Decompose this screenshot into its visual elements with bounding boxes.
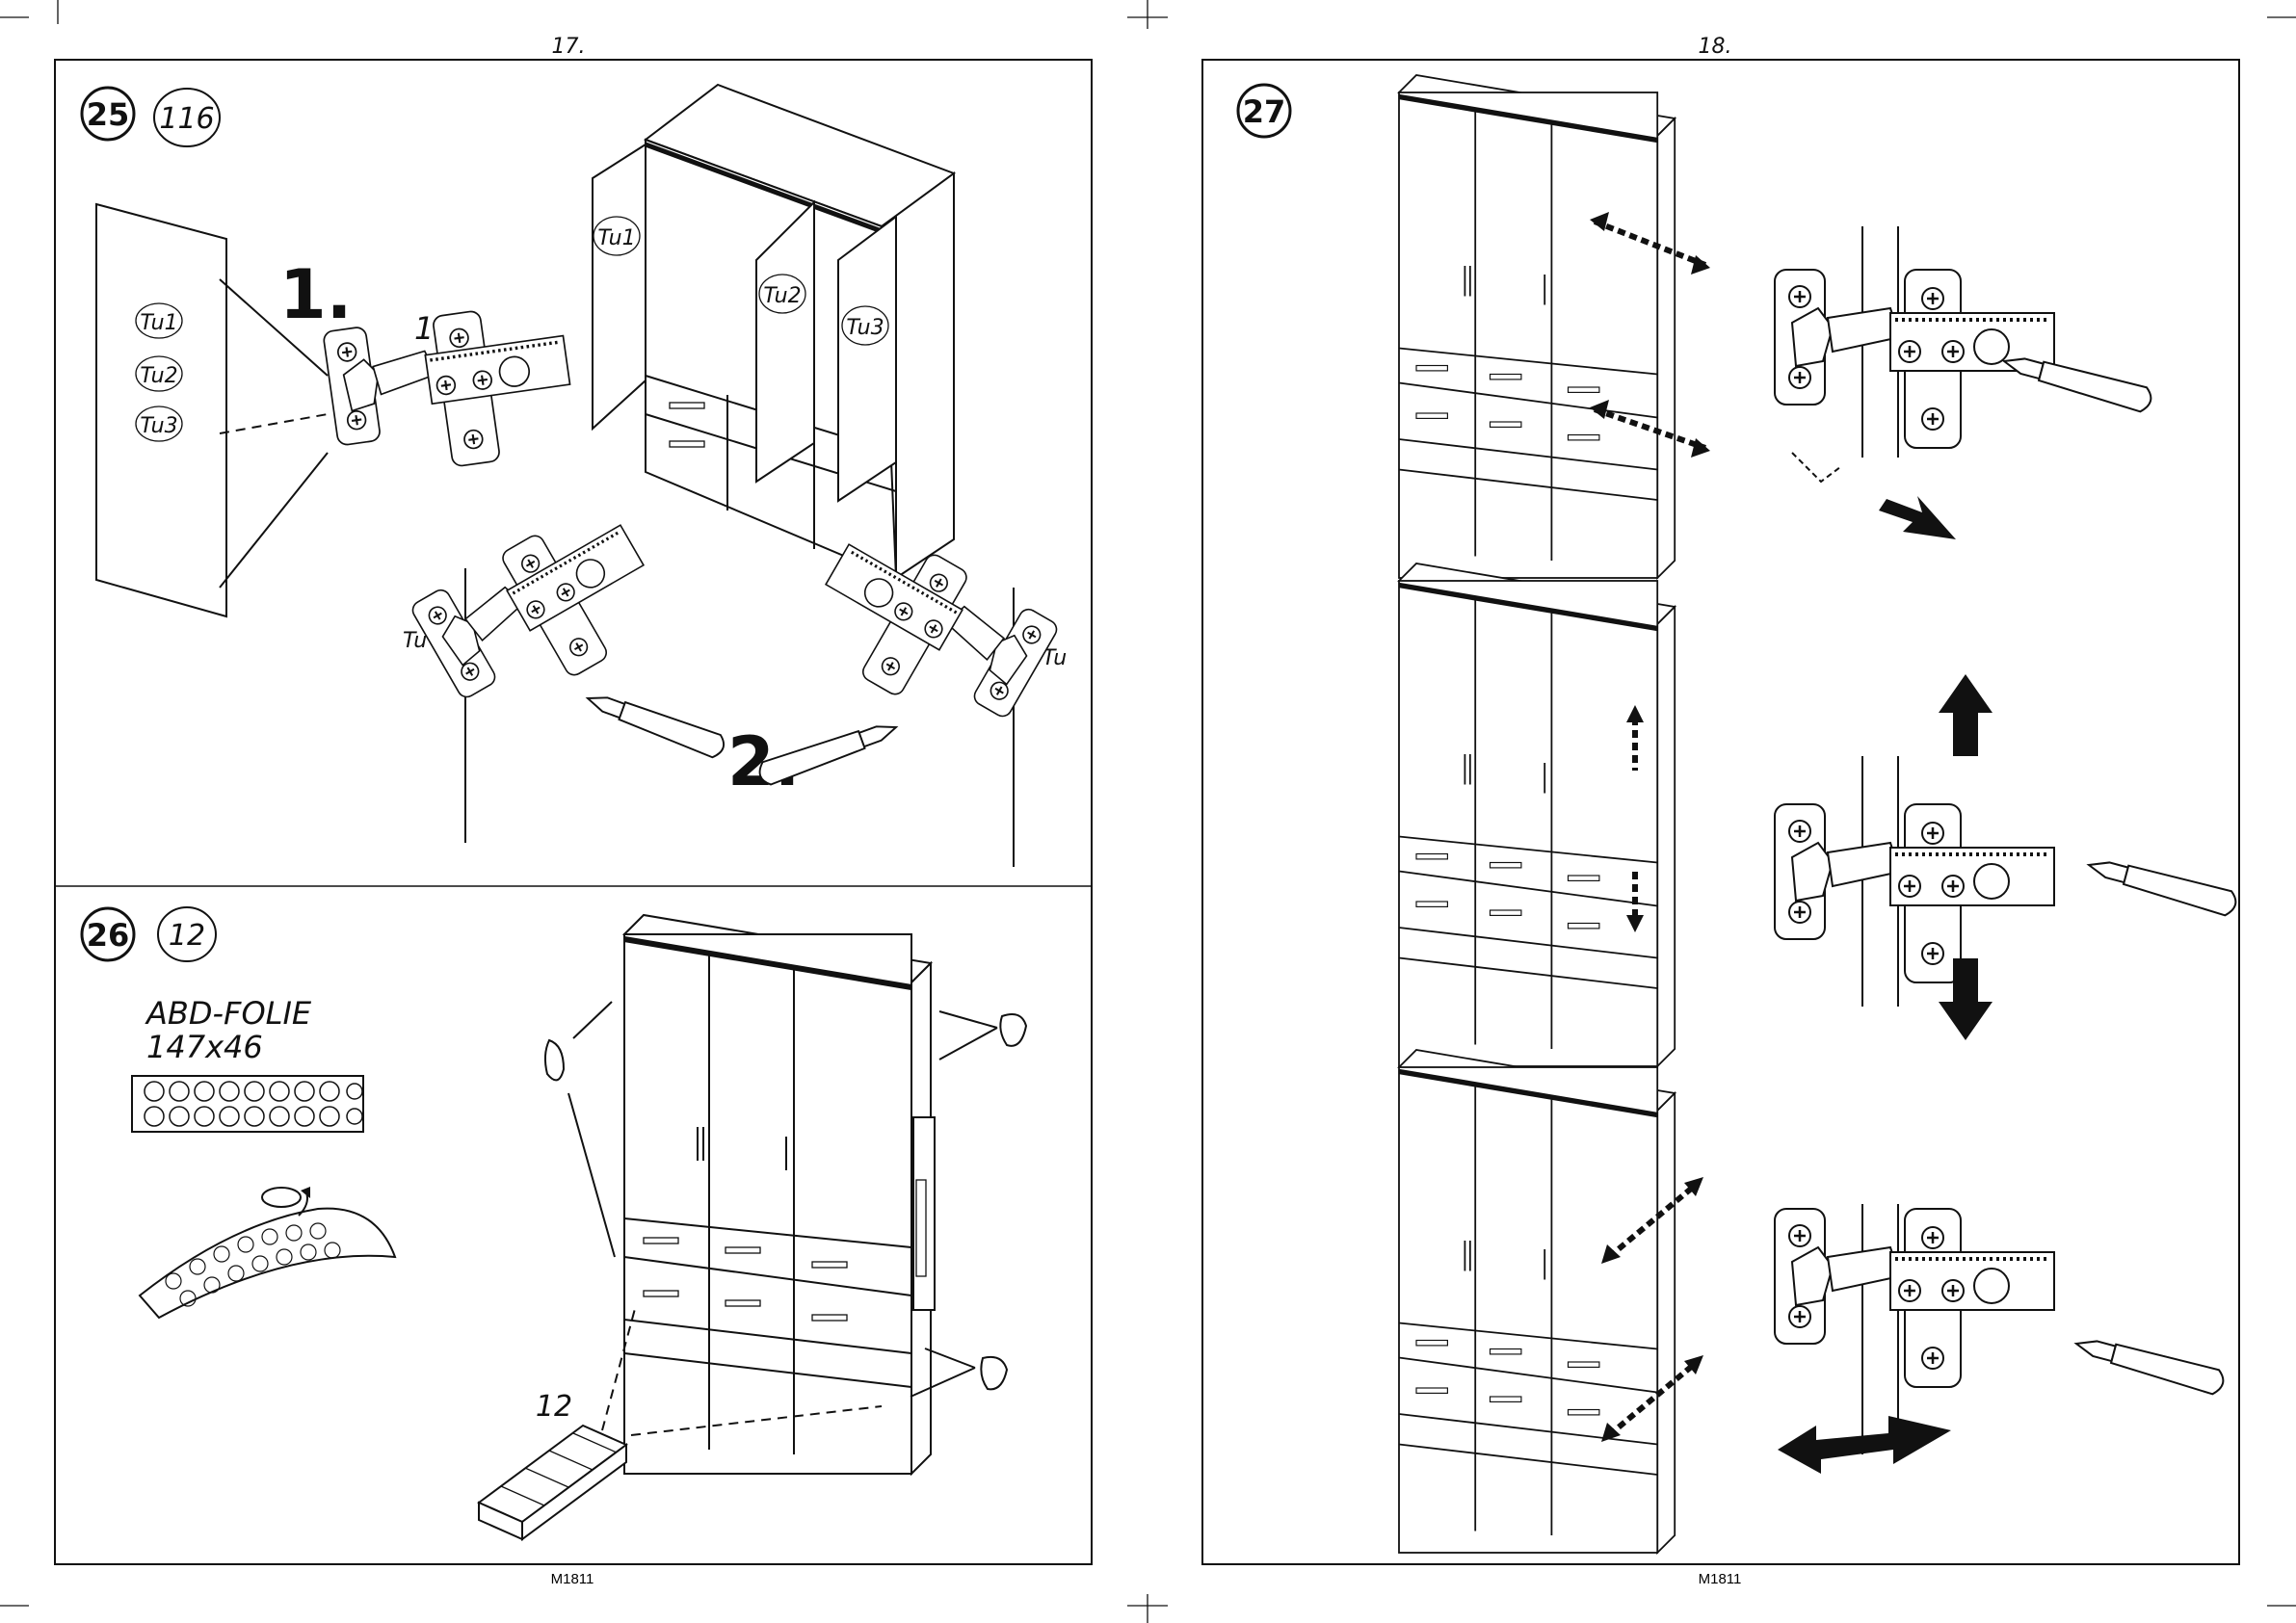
left-page-number: 17. [552, 35, 586, 59]
tu-label-left: Tu [403, 629, 427, 653]
step-27-panel: 27 [1238, 75, 2238, 1553]
depth-arrow-dashed [1792, 453, 1840, 482]
depth-arrow [1879, 496, 1956, 539]
wardrobe-adjust-lateral [1399, 1050, 1675, 1553]
step-26-panel: 26 12 ABD-FOLIE 147x46 [82, 907, 1026, 1539]
screwdriver-left [583, 688, 726, 759]
foil-name: ABD-FOLIE [145, 995, 312, 1032]
foil-sheet [132, 1076, 363, 1132]
right-footer: M1811 [1699, 1571, 1742, 1587]
hinge-exploded [323, 300, 579, 483]
hinge-mounted-left [409, 495, 674, 730]
door-label-tu3: Tu3 [140, 414, 177, 438]
screwdriver-height [2085, 853, 2238, 917]
hinge-adjust-lateral [1775, 1209, 2054, 1387]
door-label-tu1: Tu1 [140, 311, 177, 335]
foil-peel [140, 1187, 395, 1318]
right-page-frame [1202, 60, 2239, 1564]
step-26-quantity: 12 [169, 919, 205, 953]
foil-size: 147x46 [146, 1029, 263, 1065]
right-page-number: 18. [1699, 35, 1732, 59]
hinge-adjust-height [1775, 804, 2054, 982]
wardrobe-adjust-depth [1399, 75, 1675, 578]
step-27-number: 27 [1243, 93, 1286, 130]
up-arrow [1939, 674, 1993, 756]
step-25-panel: 25 116 Tu1 Tu2 Tu3 1. 116 [82, 85, 1067, 867]
step-25-number: 25 [87, 96, 130, 133]
door-panel [96, 204, 226, 616]
open-wardrobe: Tu1 Tu2 Tu3 [593, 85, 954, 578]
screwdriver-lateral [2072, 1332, 2226, 1396]
felt-pads-stack [479, 1426, 626, 1539]
left-right-arrow [1778, 1416, 1951, 1474]
screwdriver-depth [2000, 350, 2153, 413]
wardrobe-label-tu2: Tu2 [763, 284, 801, 308]
step-26-number: 26 [87, 917, 130, 954]
wardrobe-adjust-height [1399, 563, 1675, 1066]
step-25-quantity: 116 [159, 102, 214, 136]
wardrobe-label-tu3: Tu3 [846, 316, 884, 340]
sub-step-1: 1. [279, 255, 352, 334]
hinge-adjust-depth [1775, 270, 2054, 448]
closed-wardrobe-26 [624, 915, 935, 1474]
door-label-tu2: Tu2 [140, 364, 177, 388]
left-footer: M1811 [551, 1571, 594, 1587]
felt-part-number: 12 [536, 1390, 572, 1424]
wardrobe-label-tu1: Tu1 [597, 226, 635, 250]
